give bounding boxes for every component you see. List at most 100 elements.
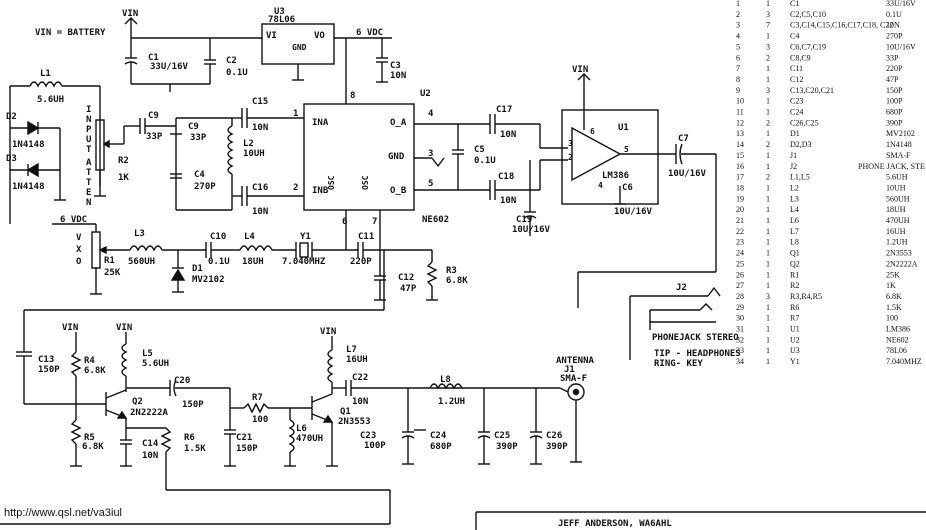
svg-text:A: A — [86, 158, 92, 168]
bom-cell: 3 — [736, 21, 740, 30]
bom-cell: 4 — [736, 32, 740, 41]
vxo-section: 6 VDC V X O R1 25K L3 560UH D1 MV2102 C1… — [52, 215, 468, 301]
c25-value: 390P — [496, 442, 518, 452]
u1-name: LM386 — [602, 171, 629, 181]
bom-cell: 47P — [886, 75, 899, 84]
bom-cell: 10 — [736, 97, 744, 106]
bom-cell: 1 — [766, 314, 770, 323]
bom-cell: 220P — [886, 64, 903, 73]
r5-ref: R5 — [84, 433, 95, 443]
c6-ref: C6 — [622, 183, 633, 193]
bom-cell: 2 — [766, 53, 770, 62]
svg-text:3: 3 — [428, 149, 433, 159]
transmitter-chain: C13 150P VIN R4 6.8K R5 6.8K VIN L5 5.6U… — [0, 250, 595, 525]
bom-cell: L4 — [790, 205, 799, 214]
bom-cell: 27 — [736, 281, 744, 290]
bom-cell: C4 — [790, 32, 799, 41]
bom-cell: 30 — [736, 314, 744, 323]
bom-cell: 25 — [736, 259, 744, 268]
d1-value: MV2102 — [192, 275, 225, 285]
svg-text:7: 7 — [372, 217, 377, 227]
bom-cell: U3 — [790, 346, 800, 355]
antenna-label: ANTENNA — [556, 356, 595, 366]
l4-value: 18UH — [242, 257, 264, 267]
l2-ref: L2 — [243, 139, 254, 149]
l8-value: 1.2UH — [438, 397, 465, 407]
u2-osc2: OSC — [361, 175, 370, 190]
c8-ref: C9 — [148, 111, 159, 121]
bom-cell: 2 — [766, 140, 770, 149]
bom-cell: 1 — [766, 346, 770, 355]
bom-cell: 1 — [766, 205, 770, 214]
input-atten-label: I N P U T A T T E N — [86, 105, 92, 208]
bom-cell: 23 — [736, 238, 744, 247]
bom-cell: 5 — [736, 42, 740, 51]
source-url[interactable]: http://www.qsl.net/va3iul — [4, 507, 123, 519]
bom-cell: 150P — [886, 86, 903, 95]
bom-cell: 1 — [766, 227, 770, 236]
svg-text:I: I — [86, 105, 91, 115]
svg-text:U: U — [86, 135, 91, 145]
bom-cell: 1 — [736, 0, 740, 8]
bom-cell: 7.040MHZ — [886, 357, 922, 366]
bom-cell: 1 — [766, 108, 770, 117]
u2-gnd: GND — [388, 152, 405, 162]
bom-cell: 10UH — [886, 183, 906, 192]
bom-cell: 560UH — [886, 194, 910, 203]
l6-ref: L6 — [296, 424, 307, 434]
bom-cell: 100P — [886, 97, 903, 106]
svg-text:5: 5 — [428, 179, 433, 189]
bom-cell: R2 — [790, 281, 799, 290]
c7-value: 10U/16V — [668, 169, 707, 179]
bom-cell: 1 — [766, 162, 770, 171]
bom-cell: 8 — [736, 75, 740, 84]
c26-ref: C26 — [546, 431, 562, 441]
c18-value: 10N — [500, 196, 516, 206]
bom-cell: 1N4148 — [886, 140, 912, 149]
r3-value: 6.8K — [446, 276, 468, 286]
bom-cell: 31 — [736, 325, 744, 334]
q2-value: 2N2222A — [130, 408, 169, 418]
bom-cell: 14 — [736, 140, 744, 149]
bom-cell: 390P — [886, 118, 903, 127]
l7-value: 16UH — [346, 355, 368, 365]
c19-value: 10U/16V — [512, 225, 551, 235]
c23-value: 100P — [364, 441, 386, 451]
r5-value: 6.8K — [82, 442, 104, 452]
bom-cell: 19 — [736, 194, 744, 203]
u1-ref: U1 — [618, 123, 629, 133]
q1-value: 2N3553 — [338, 417, 371, 427]
c13-value: 150P — [38, 365, 60, 375]
svg-text:N: N — [86, 198, 91, 208]
author-label: JEFF ANDERSON, WA6AHL — [558, 519, 672, 529]
bom-cell: 78L06 — [886, 346, 907, 355]
c9-value: 33P — [190, 133, 207, 143]
bom-cell: 29 — [736, 303, 744, 312]
bom-cell: 1.5K — [886, 303, 902, 312]
r6-ref: R6 — [184, 433, 195, 443]
u2-name: NE602 — [422, 215, 449, 225]
c13-ref: C13 — [38, 355, 54, 365]
bom-cell: 1 — [766, 357, 770, 366]
svg-text:6: 6 — [342, 217, 347, 227]
l1-value: 5.6UH — [37, 95, 64, 105]
c11-value: 220P — [350, 257, 372, 267]
bom-cell: U1 — [790, 325, 800, 334]
bom-cell: 13 — [736, 129, 744, 138]
input-bandpass: C9 33P C9 33P C4 270P L2 10UH C15 10N C1… — [123, 97, 304, 217]
bom-cell: 2 — [766, 173, 770, 182]
c24-ref: C24 — [430, 431, 447, 441]
bom-cell: 3 — [766, 86, 770, 95]
bom-cell: 0.1U — [886, 10, 902, 19]
c24-value: 680P — [430, 442, 452, 452]
bom-cell: 680P — [886, 108, 903, 117]
bom-cell: 10U/16V — [886, 42, 916, 51]
bom-cell: 1 — [766, 32, 770, 41]
bom-cell: 1.2UH — [886, 238, 908, 247]
c20-value: 150P — [182, 400, 204, 410]
l5-value: 5.6UH — [142, 359, 169, 369]
bom-cell: C23 — [790, 97, 803, 106]
c4-value: 270P — [194, 182, 216, 192]
bom-cell: 26 — [736, 270, 744, 279]
